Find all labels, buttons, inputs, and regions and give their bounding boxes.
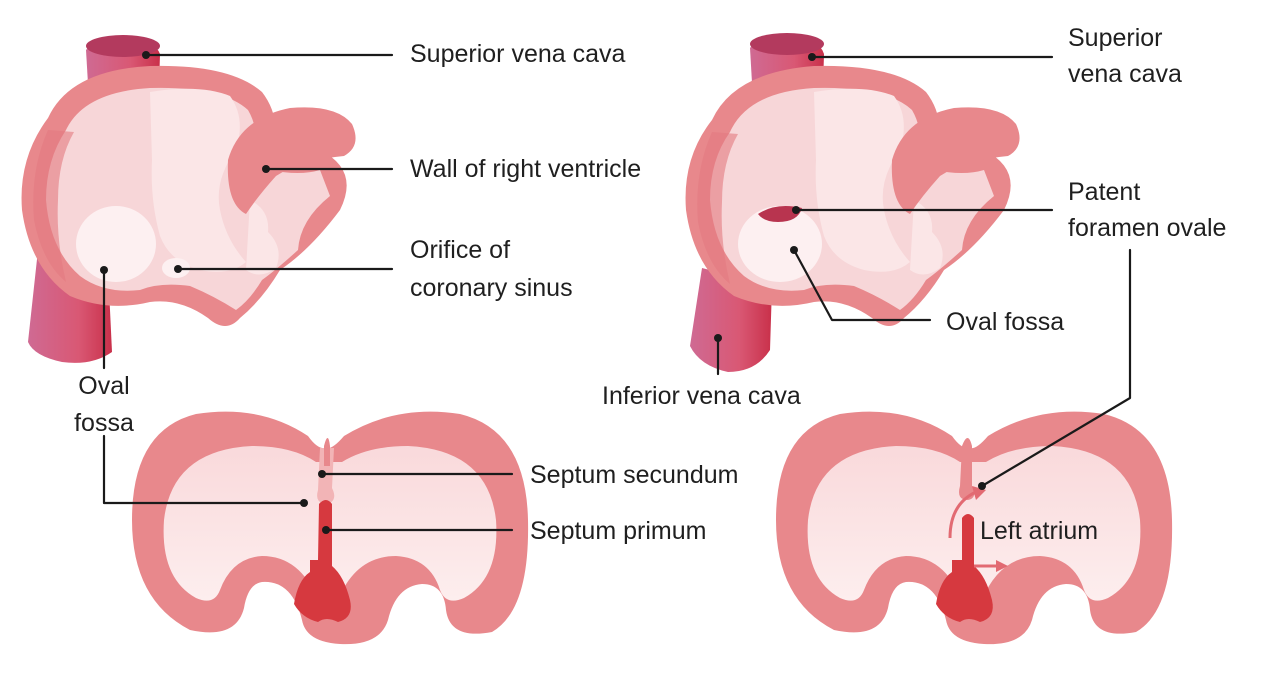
label-patent-line2: foramen ovale (1068, 214, 1226, 242)
patent-foramen-ovale-slit (758, 206, 802, 222)
septum-secundum-right (959, 438, 975, 500)
label-septum-secundum: Septum secundum (530, 461, 738, 489)
heart-right-atrium-left (21, 35, 356, 363)
heart-right-atrium-right (685, 33, 1020, 372)
label-left-atrium: Left atrium (980, 517, 1098, 545)
label-inferior-vena-cava: Inferior vena cava (602, 382, 801, 410)
cross-section-left (132, 411, 529, 645)
label-wall-of-right-ventricle: Wall of right ventricle (410, 155, 641, 183)
leaders-bottom-right (978, 248, 1132, 490)
label-oval-fossa-line1: Oval (78, 372, 129, 400)
label-orifice-line1: Orifice of (410, 236, 510, 264)
leaders-top-left (100, 51, 394, 370)
right-ventricle-wall (227, 107, 356, 214)
label-orifice-line2: coronary sinus (410, 274, 573, 302)
flow-arrow-curved (948, 490, 977, 539)
label-patent-line1: Patent (1068, 178, 1140, 206)
label-oval-fossa-right: Oval fossa (946, 308, 1064, 336)
cross-section-right (776, 411, 1173, 645)
label-superior-vena-cava-right-line1: Superior (1068, 24, 1163, 52)
septum-primum-right (936, 514, 993, 622)
right-ventricle-wall-right (891, 107, 1020, 214)
label-septum-primum: Septum primum (530, 517, 706, 545)
label-oval-fossa-line2: fossa (74, 409, 134, 437)
label-superior-vena-cava-left: Superior vena cava (410, 40, 626, 68)
leaders-bottom-left (102, 434, 514, 534)
septum-primum-left (294, 500, 351, 622)
label-superior-vena-cava-right-line2: vena cava (1068, 60, 1182, 88)
leaders-top-right (714, 53, 1054, 376)
oval-fossa-area (76, 206, 156, 282)
